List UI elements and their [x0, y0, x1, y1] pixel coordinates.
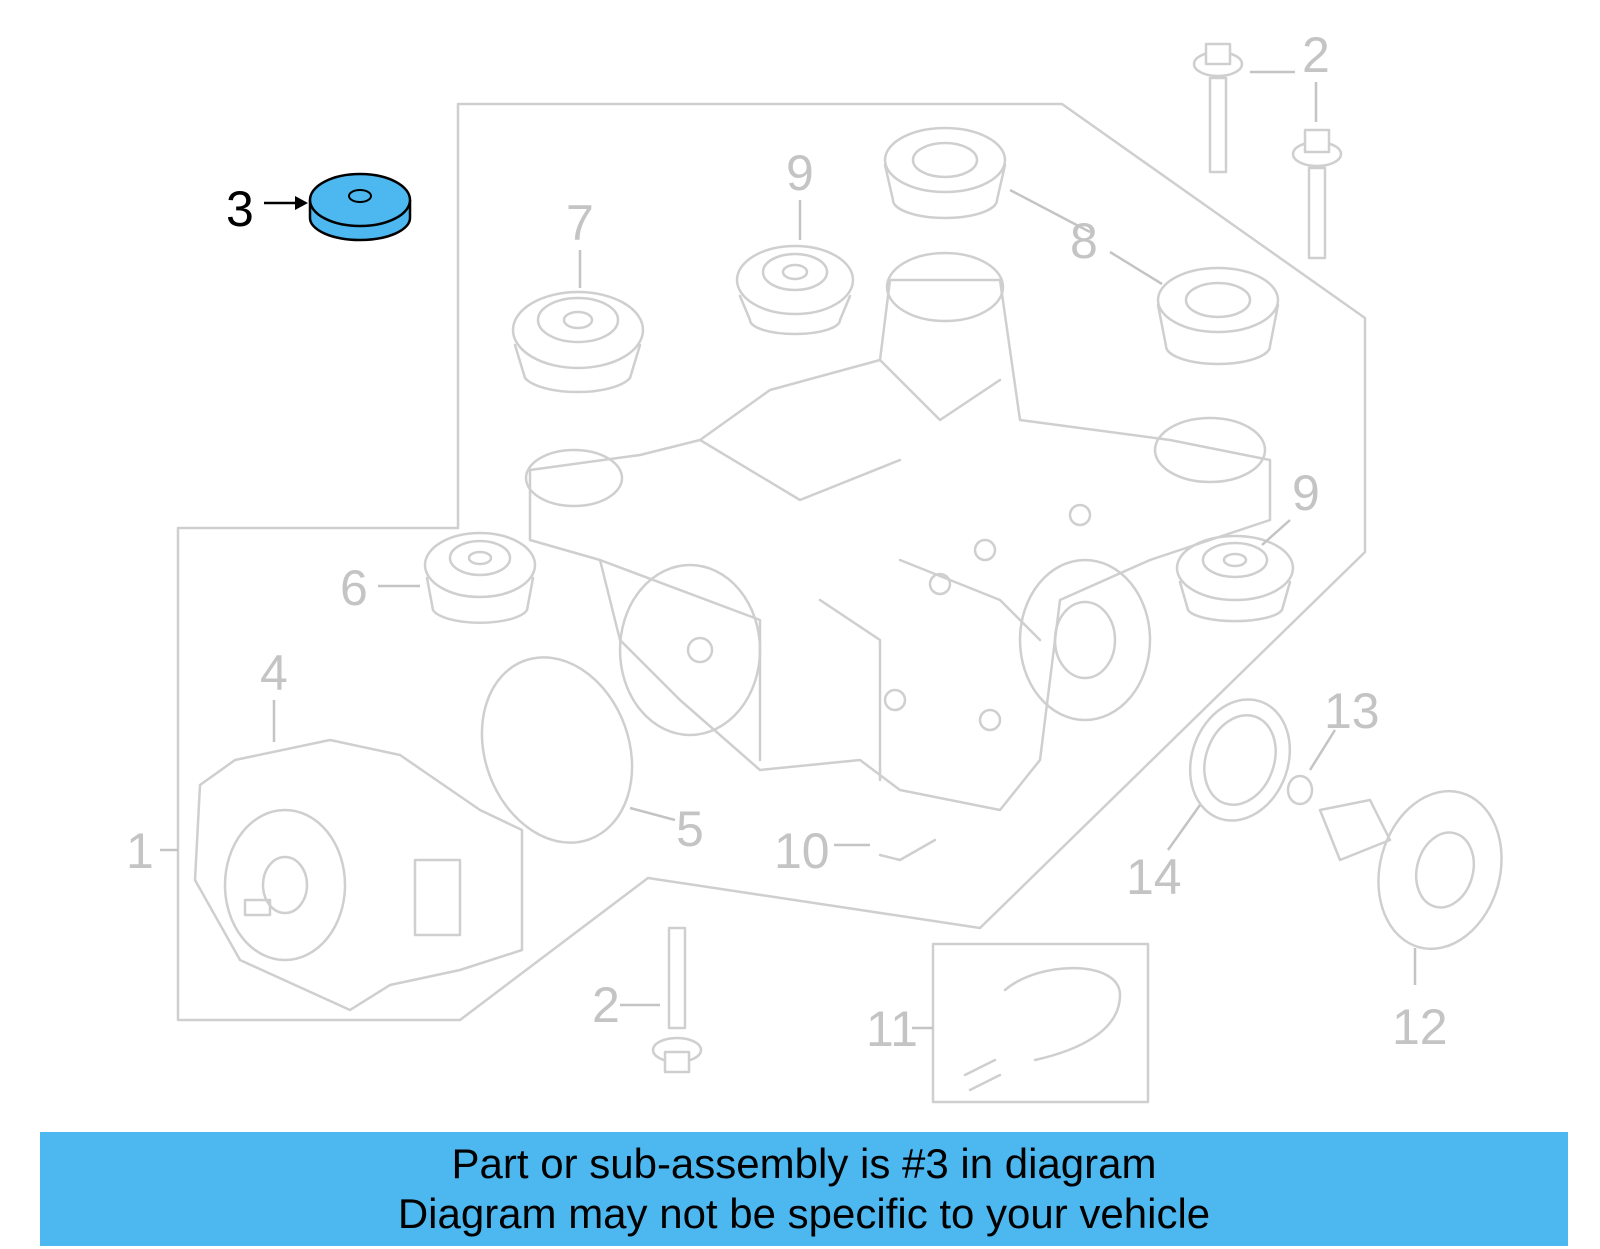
- mount-part-8-right: [1156, 266, 1280, 366]
- callout-2a: 2: [1302, 27, 1330, 83]
- info-banner: Part or sub-assembly is #3 in diagram Di…: [40, 1132, 1568, 1246]
- mount-part-7: [511, 290, 645, 394]
- fitting-part-10: [878, 838, 937, 862]
- banner-line-1: Part or sub-assembly is #3 in diagram: [451, 1140, 1157, 1187]
- callout-9a: 9: [786, 145, 814, 201]
- gasket-part-5: [480, 656, 634, 844]
- callout-3[interactable]: 3: [226, 181, 254, 237]
- callout-7: 7: [566, 195, 594, 251]
- callout-6: 6: [340, 560, 368, 616]
- flange-part-12: [1318, 789, 1503, 951]
- callout-13: 13: [1324, 683, 1380, 739]
- callout-14: 14: [1126, 849, 1182, 905]
- callout-5: 5: [676, 801, 704, 857]
- banner-line-2: Diagram may not be specific to your vehi…: [397, 1190, 1211, 1237]
- callout-11: 11: [866, 1001, 918, 1057]
- callout-2b: 2: [592, 977, 620, 1033]
- assembly-outline: [176, 102, 1367, 1022]
- callout-arrow-3: [264, 196, 308, 210]
- callout-12: 12: [1392, 999, 1448, 1055]
- actuator-part-4: [193, 738, 524, 1012]
- callout-9b: 9: [1292, 465, 1320, 521]
- part-3-mount-pad[interactable]: [308, 172, 412, 242]
- mount-part-8-top: [883, 126, 1007, 220]
- callout-arrows: [160, 70, 1417, 1030]
- seal-part-14: [1188, 698, 1292, 822]
- callout-10: 10: [774, 823, 830, 879]
- bolt-part-2-top-left: [1192, 42, 1244, 174]
- mount-part-9-top: [735, 244, 855, 336]
- mount-part-9-right: [1175, 534, 1295, 623]
- bolt-part-2-bottom: [651, 926, 703, 1074]
- callout-1: 1: [126, 823, 154, 879]
- mount-part-6: [423, 531, 537, 624]
- differential-housing: [524, 251, 1272, 812]
- ring-part-13: [1286, 774, 1314, 806]
- bolt-part-2-top-right: [1291, 128, 1343, 260]
- callout-4: 4: [260, 645, 288, 701]
- callout-8: 8: [1070, 213, 1098, 269]
- hose-kit-part-11: [931, 942, 1150, 1104]
